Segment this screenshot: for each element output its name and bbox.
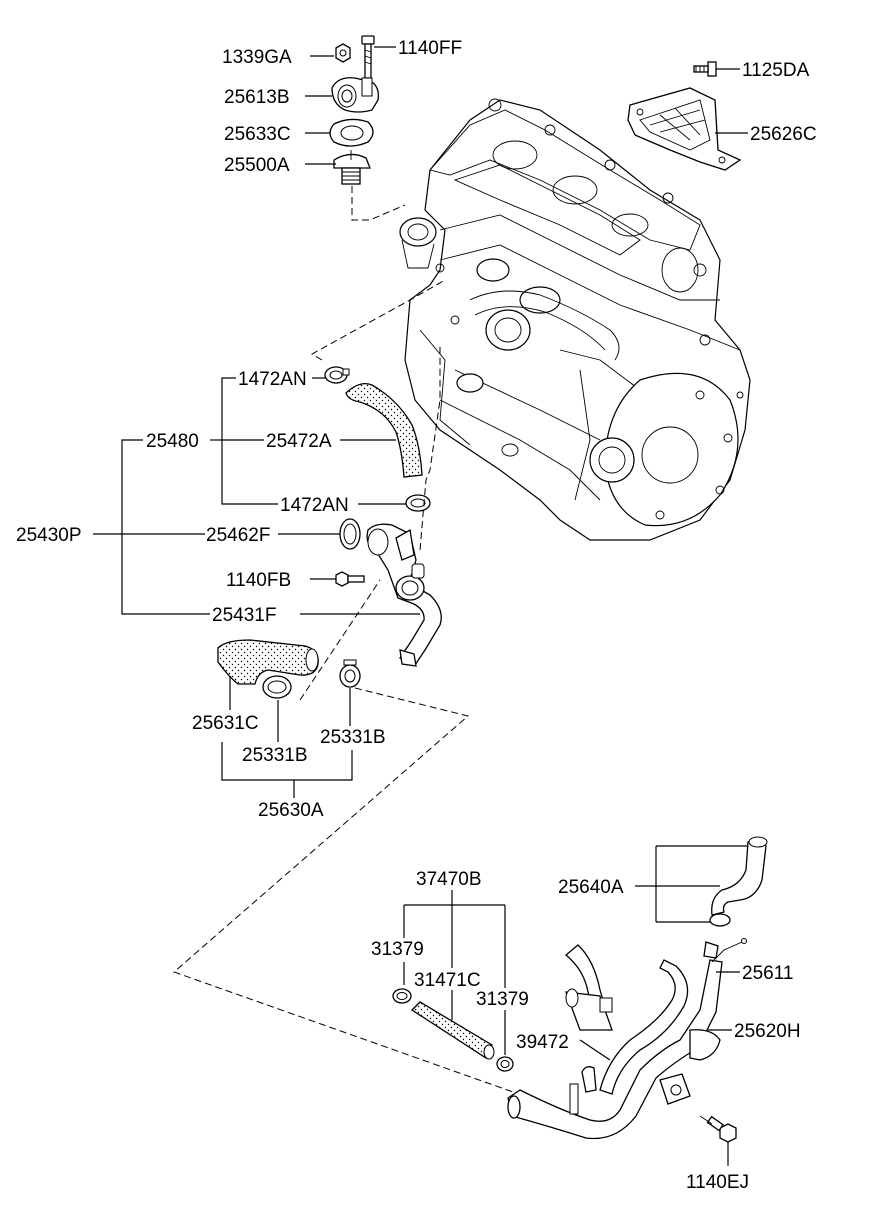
label-25430p: 25430P: [16, 525, 82, 546]
label-31379-left: 31379: [371, 939, 424, 960]
label-1140fb: 1140FB: [226, 570, 291, 591]
clamp-25331b-right: [339, 659, 361, 688]
label-25633c: 25633C: [224, 124, 291, 145]
label-1125da: 1125DA: [742, 60, 810, 81]
label-39472: 39472: [516, 1032, 569, 1053]
thermostat-leader-dash: [351, 186, 406, 221]
bolt-1125da: [693, 61, 717, 77]
label-25472a: 25472A: [266, 431, 332, 452]
thermostat-25500a: [333, 150, 371, 185]
hose-pipe-dash: [299, 579, 381, 701]
label-25480: 25480: [146, 431, 199, 452]
label-25462f: 25462F: [206, 525, 270, 546]
label-25613b: 25613B: [224, 87, 290, 108]
label-25331b-left: 25331B: [242, 745, 308, 766]
pipe-engine-dash: [419, 345, 441, 551]
label-25630a: 25630A: [258, 800, 324, 821]
label-1472an-top: 1472AN: [238, 369, 307, 390]
clamp-31379-left: [392, 988, 412, 1004]
label-25631c: 25631C: [192, 713, 259, 734]
engine-block: [399, 98, 751, 541]
label-25331b-right: 25331B: [320, 727, 386, 748]
sensor-wire-25611: [703, 938, 747, 963]
label-25626c: 25626C: [750, 124, 817, 145]
label-25620h: 25620H: [734, 1021, 801, 1042]
label-25611: 25611: [742, 963, 793, 984]
hose-25640a: [709, 836, 768, 927]
label-1140ej: 1140EJ: [686, 1172, 749, 1193]
hose-25472a: [345, 382, 423, 478]
bolt-1140ff: [361, 35, 375, 79]
clamp-1472an-bottom: [405, 494, 431, 512]
heat-shield-25626c: [627, 87, 742, 171]
clamp-31379-right: [496, 1056, 514, 1072]
label-31379-right: 31379: [476, 989, 529, 1010]
clamp-1472an-top: [324, 366, 350, 384]
pipe-assy-25620h: [507, 944, 723, 1140]
label-25640a: 25640A: [558, 877, 624, 898]
label-1339ga: 1339GA: [222, 47, 292, 68]
hose-25631c: [217, 639, 319, 685]
hose-31471c: [410, 1001, 495, 1060]
label-37470b: 37470B: [416, 869, 482, 890]
o-ring-25462f: [339, 518, 361, 550]
label-25500a: 25500A: [224, 155, 290, 176]
label-25431f: 25431F: [212, 605, 276, 626]
bolt-1140ej: [699, 1115, 737, 1143]
hose-engine-dash: [310, 279, 446, 361]
thermostat-cover-25613b: [331, 77, 380, 113]
label-1472an-bottom: 1472AN: [280, 495, 349, 516]
label-31471c: 31471C: [414, 970, 481, 991]
nut-1339ga: [335, 43, 351, 63]
hose-to-pipe-assy-dash: [173, 687, 531, 1099]
clamp-25331b-left: [262, 675, 292, 699]
gasket-25633c: [329, 118, 374, 147]
label-1140ff: 1140FF: [398, 38, 462, 59]
bolt-1140fb: [335, 571, 365, 587]
water-pipe-25431f: [366, 523, 442, 667]
